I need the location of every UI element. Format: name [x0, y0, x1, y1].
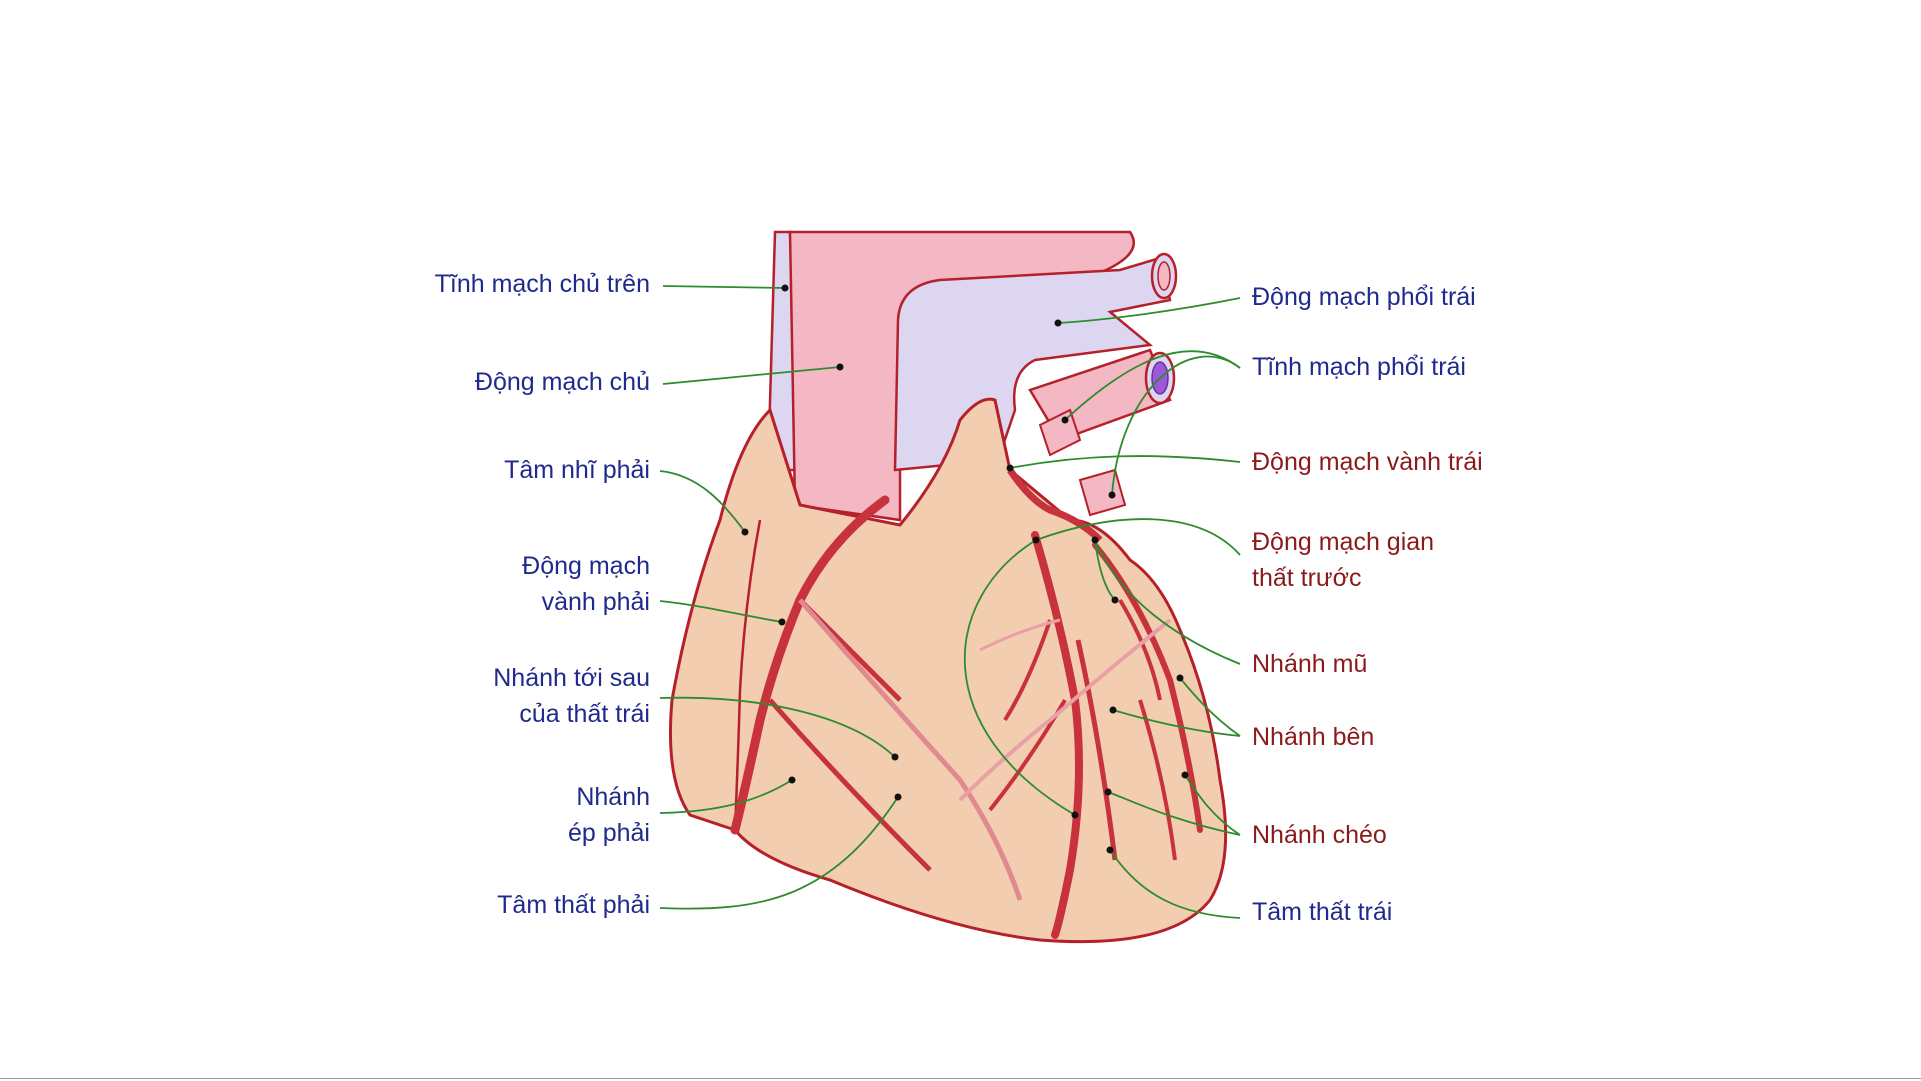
pointer-dot-dong-mach-chu-0 [837, 364, 844, 371]
pointer-dot-nhanh-mu-0 [1092, 537, 1099, 544]
label-tam-that-phai: Tâm thất phải [497, 891, 650, 919]
leader-line-dong-mach-vanh-trai-0 [1010, 456, 1240, 468]
pointer-dot-dong-mach-gian-that-1 [1072, 812, 1079, 819]
label-line-nhanh-mu-0: Nhánh mũ [1252, 650, 1367, 678]
label-line-tam-that-trai-0: Tâm thất trái [1252, 898, 1392, 926]
label-line-dong-mach-gian-that-1: thất trước [1252, 564, 1362, 592]
label-line-nhanh-cheo-0: Nhánh chéo [1252, 821, 1387, 849]
pointer-dot-tam-nhi-phai-0 [742, 529, 749, 536]
label-line-tam-nhi-phai-0: Tâm nhĩ phải [504, 456, 650, 484]
pointer-dot-tinh-mach-phoi-trai-0 [1062, 417, 1069, 424]
pointer-dot-nhanh-cheo-0 [1182, 772, 1189, 779]
label-line-dong-mach-chu-0: Động mạch chủ [475, 368, 650, 396]
leader-line-dong-mach-gian-that-0 [1036, 519, 1240, 555]
pointer-dot-tinh-mach-phoi-trai-1 [1109, 492, 1116, 499]
label-line-nhanh-toi-sau-1: của thất trái [519, 700, 650, 728]
leader-line-tinh-mach-chu-tren-0 [663, 286, 785, 288]
pointer-dot-tam-that-trai-0 [1107, 847, 1114, 854]
leader-line-nhanh-ben-1 [1113, 710, 1240, 736]
label-dong-mach-chu: Động mạch chủ [475, 368, 650, 396]
bottom-rule [0, 1078, 1921, 1079]
leader-line-dong-mach-phoi-trai-0 [1058, 298, 1240, 323]
leader-line-nhanh-toi-sau-0 [660, 698, 895, 757]
label-dong-mach-phoi-trai: Động mạch phổi trái [1252, 283, 1476, 311]
pointer-dot-tinh-mach-chu-tren-0 [782, 285, 789, 292]
leader-line-nhanh-cheo-1 [1108, 792, 1240, 835]
label-tinh-mach-phoi-trai: Tĩnh mạch phổi trái [1252, 353, 1466, 381]
label-line-tinh-mach-phoi-trai-0: Tĩnh mạch phổi trái [1252, 353, 1466, 381]
label-line-nhanh-ep-phai-1: ép phải [568, 819, 650, 847]
pointer-dot-nhanh-ben-1 [1110, 707, 1117, 714]
label-tam-nhi-phai: Tâm nhĩ phải [504, 456, 650, 484]
label-line-nhanh-ben-0: Nhánh bên [1252, 723, 1374, 751]
pointer-dot-dong-mach-gian-that-0 [1033, 537, 1040, 544]
pointer-dot-nhanh-mu-1 [1112, 597, 1119, 604]
label-nhanh-cheo: Nhánh chéo [1252, 821, 1387, 849]
label-tinh-mach-chu-tren: Tĩnh mạch chủ trên [435, 270, 650, 298]
label-tam-that-trai: Tâm thất trái [1252, 898, 1392, 926]
label-line-dong-mach-gian-that-0: Động mạch gian [1252, 528, 1434, 556]
leader-line-dong-mach-gian-that-1 [965, 540, 1075, 815]
label-line-dong-mach-phoi-trai-0: Động mạch phổi trái [1252, 283, 1476, 311]
label-nhanh-mu: Nhánh mũ [1252, 650, 1367, 678]
pointer-dot-nhanh-toi-sau-0 [892, 754, 899, 761]
pointer-dot-dong-mach-vanh-phai-0 [779, 619, 786, 626]
label-nhanh-ben: Nhánh bên [1252, 723, 1374, 751]
pointer-dot-dong-mach-phoi-trai-0 [1055, 320, 1062, 327]
pointer-dot-nhanh-ep-phai-0 [789, 777, 796, 784]
leader-line-tam-that-phai-0 [660, 797, 898, 909]
leader-line-tam-that-trai-0 [1110, 850, 1240, 918]
leader-line-nhanh-cheo-0 [1185, 775, 1240, 835]
label-line-nhanh-ep-phai-0: Nhánh [576, 783, 650, 811]
pointer-dot-nhanh-ben-0 [1177, 675, 1184, 682]
label-nhanh-toi-sau: Nhánh tới sau của thất trái [493, 664, 650, 728]
label-line-tam-that-phai-0: Tâm thất phải [497, 891, 650, 919]
leader-line-nhanh-ben-0 [1180, 678, 1240, 736]
leader-line-dong-mach-chu-0 [663, 367, 840, 384]
label-line-tinh-mach-chu-tren-0: Tĩnh mạch chủ trên [435, 270, 650, 298]
label-nhanh-ep-phai: Nhánh ép phải [568, 783, 650, 847]
pointer-dot-dong-mach-vanh-trai-0 [1007, 465, 1014, 472]
label-dong-mach-vanh-phai: Động mạch vành phải [522, 552, 650, 616]
leader-line-tinh-mach-phoi-trai-1 [1112, 357, 1240, 495]
label-dong-mach-vanh-trai: Động mạch vành trái [1252, 448, 1483, 476]
label-dong-mach-gian-that: Động mạch gian thất trước [1252, 528, 1434, 592]
pointer-dot-tam-that-phai-0 [895, 794, 902, 801]
label-line-dong-mach-vanh-phai-0: Động mạch [522, 552, 650, 580]
label-line-dong-mach-vanh-phai-1: vành phải [542, 588, 650, 616]
label-line-nhanh-toi-sau-0: Nhánh tới sau [493, 664, 650, 692]
leader-line-nhanh-ep-phai-0 [660, 780, 792, 813]
pointer-dot-nhanh-cheo-1 [1105, 789, 1112, 796]
label-line-dong-mach-vanh-trai-0: Động mạch vành trái [1252, 448, 1483, 476]
leader-line-dong-mach-vanh-phai-0 [660, 601, 782, 622]
leader-line-tam-nhi-phai-0 [660, 471, 745, 532]
